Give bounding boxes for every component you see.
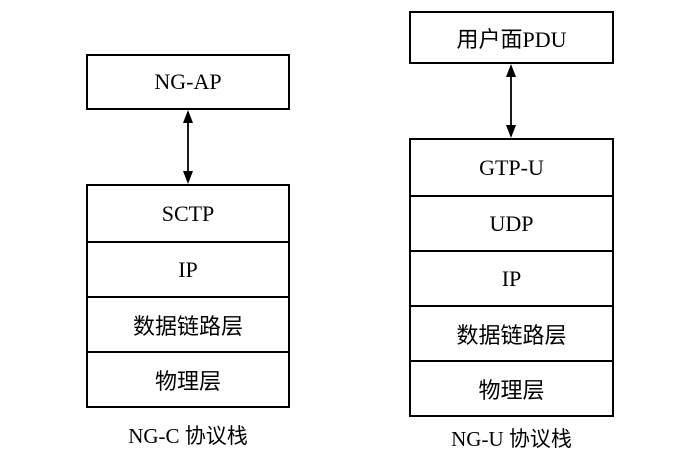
double-arrow-icon bbox=[503, 64, 519, 138]
ngu-layer-physical: 物理层 bbox=[411, 360, 612, 415]
ngc-layer-sctp: SCTP bbox=[161, 200, 215, 226]
ngu-top-box-pdu: 用户面PDU bbox=[409, 11, 614, 64]
ngu-caption: NG-U 协议栈 bbox=[451, 427, 572, 451]
ngu-layer-ip: IP bbox=[411, 250, 612, 305]
ngu-layer-datalink: 数据链路层 bbox=[411, 305, 612, 360]
ngc-caption: NG-C 协议栈 bbox=[128, 424, 248, 448]
ngu-stack: GTP-U UDP IP 数据链路层 物理层 bbox=[409, 138, 614, 417]
ngu-layer-gtpu: GTP-U bbox=[479, 154, 544, 180]
ngc-stack: SCTP IP 数据链路层 物理层 bbox=[86, 184, 290, 408]
ngc-layer-ip: IP bbox=[88, 241, 288, 296]
double-arrow-icon bbox=[180, 110, 196, 184]
ngc-top-box-label: NG-AP bbox=[154, 69, 222, 94]
ngc-layer-datalink: 数据链路层 bbox=[88, 296, 288, 351]
ngu-layer-udp: UDP bbox=[411, 195, 612, 250]
ngc-layer-physical: 物理层 bbox=[88, 351, 288, 406]
ngc-top-box-ngap: NG-AP bbox=[86, 54, 290, 110]
ngu-top-box-label: 用户面PDU bbox=[456, 26, 567, 52]
